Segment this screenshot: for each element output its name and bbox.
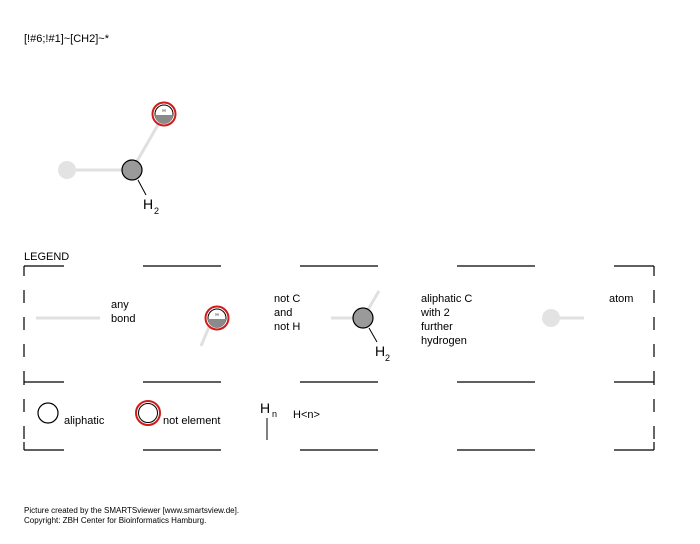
legend-not-c-not-h-label: not C and not H xyxy=(274,293,301,333)
h-atom-label: H xyxy=(162,108,165,113)
footer-copyright: Copyright: ZBH Center for Bioinformatics… xyxy=(24,516,207,525)
legend-any-bond-label: any bond xyxy=(111,299,136,325)
legend-hn-symbol: H n xyxy=(260,400,277,440)
not-element-atom: H xyxy=(151,101,177,127)
legend-not-element-label: not element xyxy=(163,415,221,427)
legend-atom-label: atom xyxy=(609,293,634,305)
legend-h-atom-label: H xyxy=(215,312,218,317)
implicit-h-bond xyxy=(137,179,147,196)
aliphatic-carbon-atom xyxy=(121,159,143,181)
legend-hn-h: H xyxy=(260,400,270,416)
molecule: H H 2 xyxy=(58,101,177,216)
footer-credit: Picture created by the SMARTSviewer [www… xyxy=(24,506,240,515)
smarts-pattern: [!#6;!#1]~[CH2]~* xyxy=(24,33,109,45)
any-atom xyxy=(58,161,76,179)
h2-label: H xyxy=(143,196,153,212)
legend-aliphatic-c-label: aliphatic C with 2 further hydrogen xyxy=(421,293,473,347)
legend-not-element-circle xyxy=(135,400,161,426)
legend-title: LEGEND xyxy=(24,251,70,263)
legend-not-element-atom: H xyxy=(199,305,230,347)
legend-frame xyxy=(23,265,655,451)
legend-hn-description: H<n> xyxy=(293,409,320,421)
footer: Picture created by the SMARTSviewer [www… xyxy=(24,506,239,526)
h2-subscript: 2 xyxy=(154,206,159,216)
legend-aliphatic-carbon: H 2 xyxy=(331,290,390,363)
legend-aliphatic-circle xyxy=(37,402,59,424)
legend-any-atom xyxy=(542,309,584,327)
legend-h2-label: H xyxy=(375,343,385,359)
legend-hn-n: n xyxy=(272,409,277,419)
legend-h2-subscript: 2 xyxy=(385,353,390,363)
legend-aliphatic-label: aliphatic xyxy=(64,415,105,427)
